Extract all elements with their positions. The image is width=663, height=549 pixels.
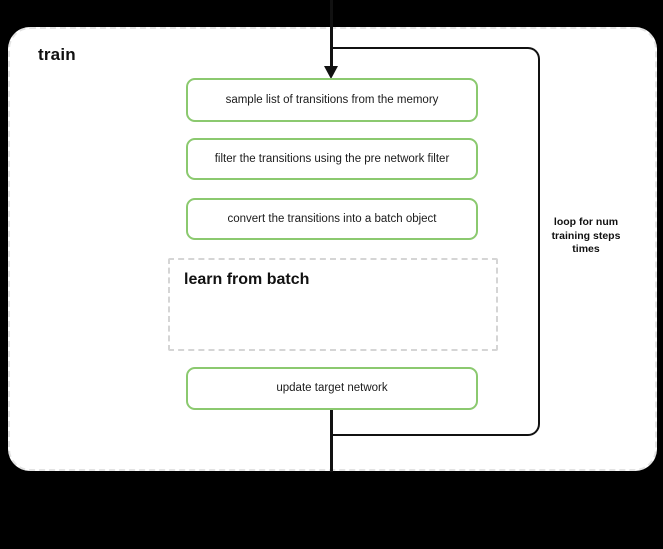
- subprocess-learn-from-batch[interactable]: learn from batch: [168, 258, 498, 351]
- loop-annotation-label: loop for num training steps times: [551, 216, 621, 256]
- loop-flow-path: [331, 47, 540, 436]
- page-title: train: [38, 45, 76, 64]
- entry-arrow-icon: [324, 66, 338, 79]
- step-filter-transitions[interactable]: filter the transitions using the pre net…: [186, 138, 478, 180]
- step-sample-transitions[interactable]: sample list of transitions from the memo…: [186, 78, 478, 122]
- step-label: update target network: [276, 382, 388, 395]
- exit-flow-line: [330, 410, 333, 472]
- step-label: sample list of transitions from the memo…: [225, 93, 439, 106]
- step-label: filter the transitions using the pre net…: [214, 152, 450, 165]
- entry-flow-line: [330, 0, 333, 70]
- step-label: convert the transitions into a batch obj…: [227, 212, 437, 225]
- subprocess-label: learn from batch: [184, 271, 310, 288]
- step-convert-to-batch[interactable]: convert the transitions into a batch obj…: [186, 198, 478, 240]
- step-update-target-network[interactable]: update target network: [186, 367, 478, 410]
